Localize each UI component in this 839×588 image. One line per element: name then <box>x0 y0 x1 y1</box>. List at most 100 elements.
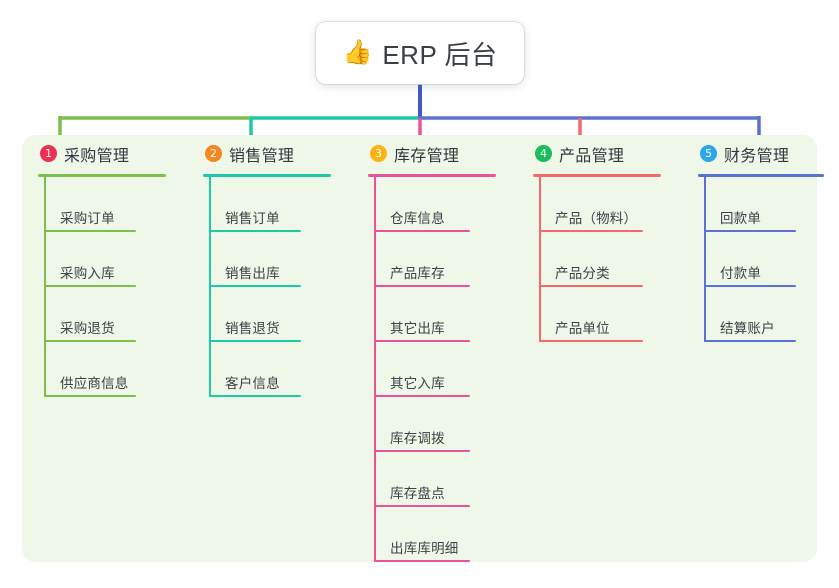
leaf-item[interactable]: 销售订单 <box>209 177 352 232</box>
leaf-item-label: 采购退货 <box>60 321 115 336</box>
leaf-item[interactable]: 销售退货 <box>209 287 352 342</box>
leaf-item-underline <box>44 230 136 232</box>
branches-panel <box>22 135 817 562</box>
leaf-item-underline <box>374 395 470 397</box>
leaf-item-underline <box>704 340 796 342</box>
branch-items-3: 仓库信息产品库存其它出库其它入库库存调拨库存盘点出库库明细 <box>374 177 517 562</box>
leaf-item-label: 库存盘点 <box>390 486 445 501</box>
branch-column-3: 3 库存管理仓库信息产品库存其它出库其它入库库存调拨库存盘点出库库明细 <box>352 135 517 562</box>
branch-title-5: 财务管理 <box>724 147 790 165</box>
leaf-item-underline <box>374 560 470 562</box>
leaf-item-label: 其它出库 <box>390 321 445 336</box>
branch-title-3: 库存管理 <box>394 147 460 165</box>
leaf-item-label: 采购入库 <box>60 266 115 281</box>
leaf-item-underline <box>44 285 136 287</box>
leaf-item[interactable]: 产品分类 <box>539 232 682 287</box>
leaf-item-underline <box>539 285 643 287</box>
leaf-item[interactable]: 付款单 <box>704 232 839 287</box>
leaf-item-label: 回款单 <box>720 211 762 226</box>
leaf-item-label: 产品（物料） <box>555 211 638 226</box>
root-node[interactable]: 👍 ERP 后台 <box>316 22 524 84</box>
leaf-item[interactable]: 其它入库 <box>374 342 517 397</box>
branch-column-1: 1 采购管理采购订单采购入库采购退货供应商信息 <box>22 135 187 562</box>
branch-items-5: 回款单付款单结算账户 <box>704 177 839 342</box>
leaf-item[interactable]: 结算账户 <box>704 287 839 342</box>
leaf-item-label: 采购订单 <box>60 211 115 226</box>
leaf-item-underline <box>539 340 643 342</box>
leaf-item-label: 产品库存 <box>390 266 445 281</box>
branch-title-4: 产品管理 <box>559 147 625 165</box>
leaf-item[interactable]: 仓库信息 <box>374 177 517 232</box>
leaf-item-underline <box>704 230 796 232</box>
branch-badge-1: 1 <box>40 145 57 162</box>
leaf-item[interactable]: 其它出库 <box>374 287 517 342</box>
branch-underline-2 <box>203 174 331 177</box>
leaf-item-underline <box>209 230 301 232</box>
branch-badge-5: 5 <box>700 145 717 162</box>
branch-items-1: 采购订单采购入库采购退货供应商信息 <box>44 177 187 397</box>
branch-header-1[interactable]: 1 采购管理 <box>38 135 187 172</box>
branch-header-5[interactable]: 5 财务管理 <box>698 135 839 172</box>
leaf-item-underline <box>374 285 470 287</box>
branch-spine-3 <box>374 177 376 562</box>
branch-underline-1 <box>38 174 166 177</box>
leaf-item-label: 结算账户 <box>720 321 775 336</box>
branch-items-2: 销售订单销售出库销售退货客户信息 <box>209 177 352 397</box>
leaf-item[interactable]: 库存调拨 <box>374 397 517 452</box>
leaf-item-label: 产品单位 <box>555 321 610 336</box>
branch-columns: 1 采购管理采购订单采购入库采购退货供应商信息 2 销售管理销售订单销售出库销售退货客… <box>22 135 824 562</box>
branch-badge-3: 3 <box>370 145 387 162</box>
branch-column-4: 4 产品管理产品（物料） 产品分类产品单位 <box>517 135 682 562</box>
branch-title-1: 采购管理 <box>64 147 130 165</box>
leaf-item-label: 其它入库 <box>390 376 445 391</box>
leaf-item-underline <box>44 395 136 397</box>
leaf-item-label: 客户信息 <box>225 376 280 391</box>
leaf-item-label: 供应商信息 <box>60 376 129 391</box>
branch-spine-2 <box>209 177 211 397</box>
leaf-item[interactable]: 产品（物料） <box>539 177 682 232</box>
leaf-item-label: 仓库信息 <box>390 211 445 226</box>
branch-underline-5 <box>698 174 824 177</box>
branch-items-4: 产品（物料） 产品分类产品单位 <box>539 177 682 342</box>
leaf-item-underline <box>209 285 301 287</box>
leaf-item-label: 销售出库 <box>225 266 280 281</box>
leaf-item[interactable]: 销售出库 <box>209 232 352 287</box>
leaf-item[interactable]: 采购订单 <box>44 177 187 232</box>
leaf-item[interactable]: 出库库明细 <box>374 507 517 562</box>
root-title: ERP 后台 <box>382 39 498 70</box>
branch-header-2[interactable]: 2 销售管理 <box>203 135 352 172</box>
branch-header-3[interactable]: 3 库存管理 <box>368 135 517 172</box>
branch-spine-5 <box>704 177 706 342</box>
leaf-item-label: 产品分类 <box>555 266 610 281</box>
leaf-item[interactable]: 采购退货 <box>44 287 187 342</box>
leaf-item-label: 销售退货 <box>225 321 280 336</box>
branch-badge-2: 2 <box>205 145 222 162</box>
leaf-item[interactable]: 采购入库 <box>44 232 187 287</box>
leaf-item[interactable]: 供应商信息 <box>44 342 187 397</box>
leaf-item[interactable]: 回款单 <box>704 177 839 232</box>
leaf-item-underline <box>374 340 470 342</box>
branch-underline-3 <box>368 174 496 177</box>
branch-spine-4 <box>539 177 541 342</box>
leaf-item[interactable]: 产品库存 <box>374 232 517 287</box>
branch-spine-1 <box>44 177 46 397</box>
leaf-item-underline <box>374 450 470 452</box>
branch-title-2: 销售管理 <box>229 147 295 165</box>
leaf-item-label: 付款单 <box>720 266 762 281</box>
branch-header-4[interactable]: 4 产品管理 <box>533 135 682 172</box>
leaf-item[interactable]: 产品单位 <box>539 287 682 342</box>
thumbs-up-icon: 👍 <box>342 39 373 66</box>
leaf-item-underline <box>704 285 796 287</box>
leaf-item-label: 销售订单 <box>225 211 280 226</box>
leaf-item[interactable]: 客户信息 <box>209 342 352 397</box>
leaf-item-underline <box>374 230 470 232</box>
leaf-item-underline <box>209 340 301 342</box>
leaf-item-label: 出库库明细 <box>390 541 459 556</box>
leaf-item[interactable]: 库存盘点 <box>374 452 517 507</box>
leaf-item-underline <box>209 395 301 397</box>
branch-column-2: 2 销售管理销售订单销售出库销售退货客户信息 <box>187 135 352 562</box>
leaf-item-underline <box>539 230 643 232</box>
branch-underline-4 <box>533 174 661 177</box>
branch-badge-4: 4 <box>535 145 552 162</box>
